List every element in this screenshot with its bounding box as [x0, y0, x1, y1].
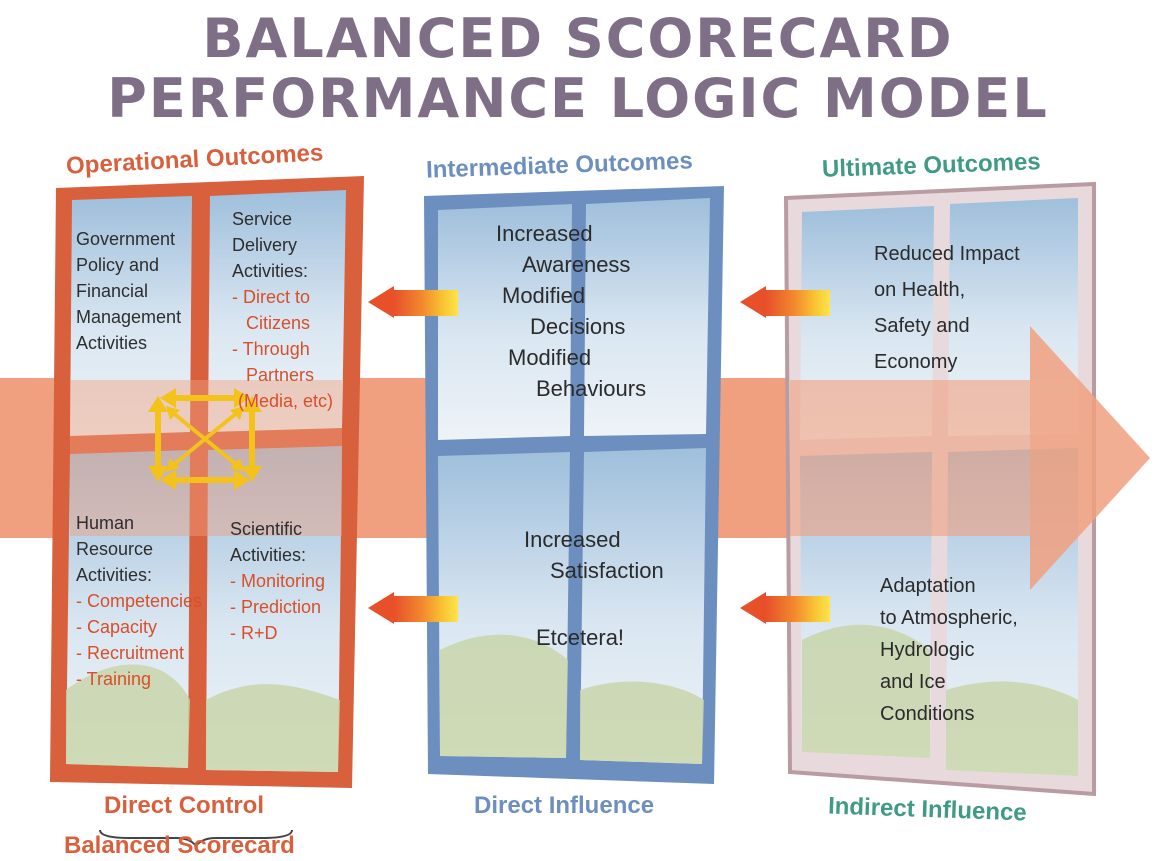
interaction-arrows	[148, 388, 262, 490]
flow-arrow-band	[790, 380, 1030, 536]
pane-service-delivery: Service Delivery Activities: - Direct to…	[232, 209, 334, 411]
intermediate-window	[424, 186, 724, 784]
title-line-1: BALANCED SCORECARD	[202, 7, 954, 70]
intermediate-footer: Direct Influence	[474, 792, 655, 819]
title-line-2: PERFORMANCE LOGIC MODEL	[107, 67, 1049, 130]
pane-scientific: Scientific Activities: - Monitoring - Pr…	[230, 519, 326, 643]
ultimate-top-text: Reduced Impact on Health, Safety and Eco…	[874, 243, 1020, 373]
operational-window	[50, 176, 364, 788]
intermediate-top-text: Increased Awareness Modified Decisions M…	[496, 221, 647, 401]
pane-government: Government Policy and Financial Manageme…	[76, 229, 182, 353]
arrow-ult-to-int-bottom	[740, 592, 830, 624]
arrow-ult-to-int-top	[740, 286, 830, 318]
arrow-int-to-op-top	[368, 286, 458, 318]
operational-footer-2: Balanced Scorecard	[64, 832, 295, 859]
operational-footer: Direct Control	[104, 792, 265, 819]
ultimate-bottom-text: Adaptation to Atmospheric, Hydrologic an…	[880, 575, 1018, 725]
scorecard-brace	[99, 829, 293, 848]
arrow-int-to-op-bottom	[368, 592, 458, 624]
pane-human-resource: Human Resource Activities: - Competencie…	[76, 513, 203, 689]
intermediate-bottom-text: Increased Satisfaction Etcetera!	[524, 527, 664, 650]
flow-arrow-head	[1030, 326, 1150, 590]
